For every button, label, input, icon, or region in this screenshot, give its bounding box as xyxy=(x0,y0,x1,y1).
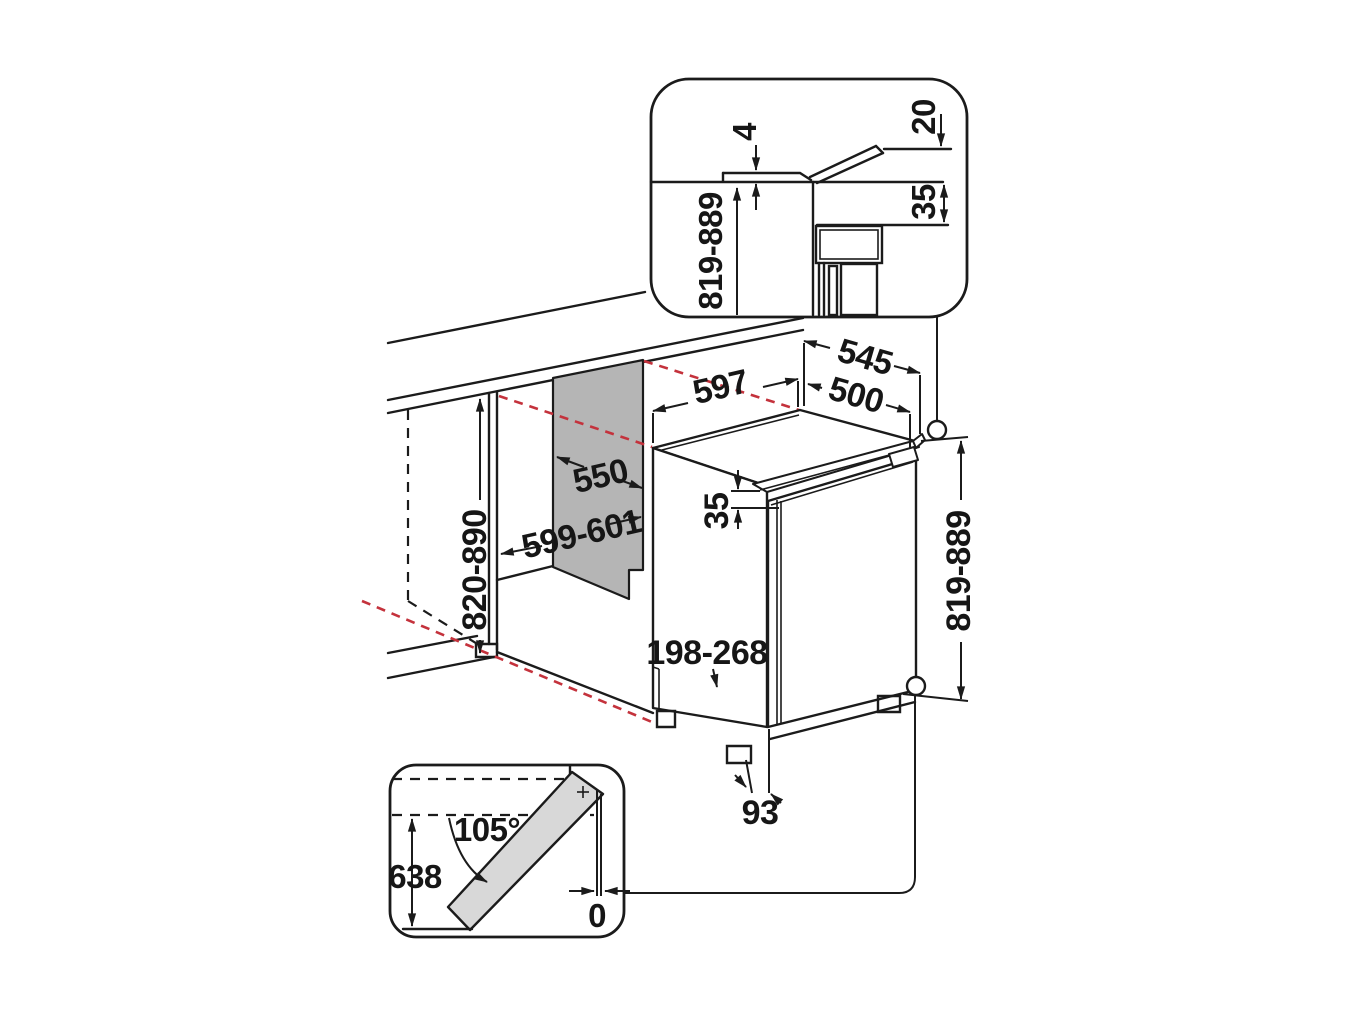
callout-leader-top xyxy=(926,317,948,441)
dim-label-top-gap: 35 xyxy=(698,493,736,530)
niche-side-panel xyxy=(551,358,645,601)
dim-label-flap-clearance: 20 xyxy=(905,99,942,135)
dim-label-flap-thickness: 4 xyxy=(726,122,763,141)
inset-door-opening: 105° 638 0 xyxy=(388,763,630,939)
dim-label-door-swing: 638 xyxy=(388,858,442,895)
dim-label-appliance-height: 819-889 xyxy=(940,510,978,631)
dim-label-plinth-recess: 93 xyxy=(742,794,779,832)
dim-label-opening-angle: 105° xyxy=(454,811,520,848)
dim-label-inset-niche-height: 819-889 xyxy=(692,192,729,310)
hinge-mark xyxy=(577,786,589,798)
alignment-lines-red xyxy=(361,359,800,724)
dim-label-side-clearance: 0 xyxy=(588,897,606,934)
inset-worktop-detail: 4 20 35 819-889 xyxy=(649,77,969,319)
dim-label-plinth-height: 198-268 xyxy=(646,634,767,672)
dim-label-rear-top-gap: 35 xyxy=(905,184,942,220)
refrigerator xyxy=(651,408,926,765)
feet-and-plinth xyxy=(655,694,917,765)
dim-plinth-recess-93: 93 xyxy=(734,729,784,832)
dim-plinth-height-198-268: 198-268 xyxy=(646,634,768,688)
callout-leader-bottom xyxy=(624,675,927,894)
dim-top-gap-35: 35 xyxy=(698,470,779,529)
dim-appliance-height-819-889: 819-889 xyxy=(902,436,978,702)
dim-label-niche-height: 820-890 xyxy=(456,509,494,630)
dim-niche-height-820-890: 820-890 xyxy=(456,398,494,654)
